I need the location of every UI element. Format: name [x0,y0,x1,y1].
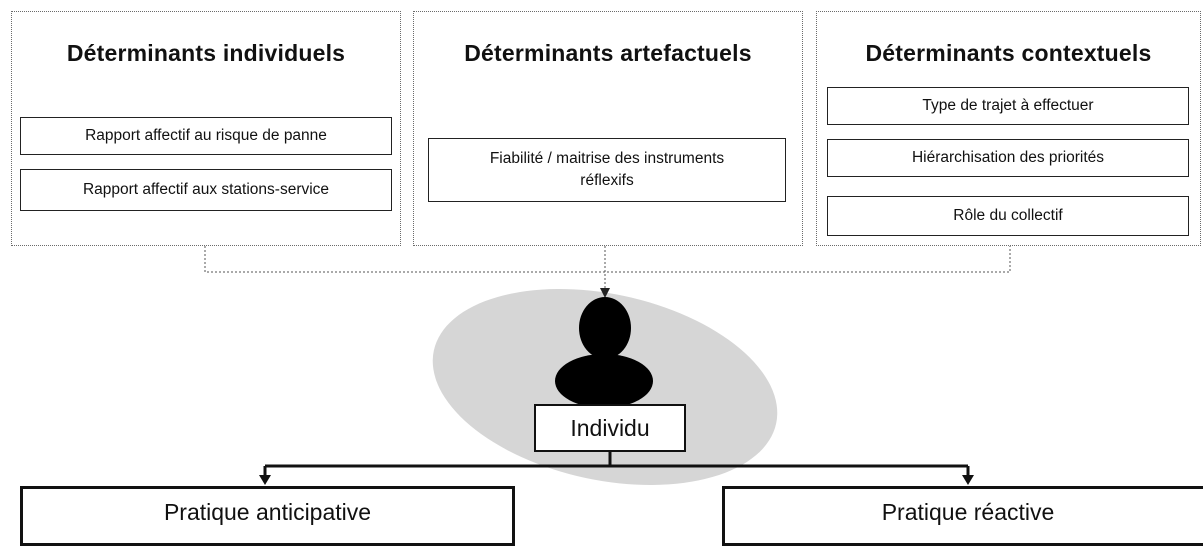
panel-title-individuels: Déterminants individuels [66,40,346,66]
practice-anticipative: Pratique anticipative [20,486,515,546]
panel-title-artefactuels: Déterminants artefactuels [464,40,752,66]
panel-individuels: Déterminants individuels Rapport affecti… [11,11,401,246]
arrow-left [259,475,271,485]
practice-reactive: Pratique réactive [722,486,1203,546]
person-icon [555,297,653,408]
factor-risque-panne: Rapport affectif au risque de panne [20,117,392,155]
arrow-right [962,475,974,485]
factor-hierarchisation: Hiérarchisation des priorités [827,139,1189,177]
panel-title-contextuels: Déterminants contextuels [865,40,1152,66]
determinants-bracket [204,246,1011,273]
factor-stations-service: Rapport affectif aux stations-service [20,169,392,211]
panel-artefactuels: Déterminants artefactuels Fiabilité / ma… [413,11,803,246]
panel-contextuels: Déterminants contextuels Type de trajet … [816,11,1201,246]
factor-role-collectif: Rôle du collectif [827,196,1189,236]
factor-instruments-reflexifs: Fiabilité / maitrise des instruments réf… [428,138,786,202]
connector-lines [204,246,1011,485]
individu-box: Individu [534,404,686,452]
factor-type-trajet: Type de trajet à effectuer [827,87,1189,125]
